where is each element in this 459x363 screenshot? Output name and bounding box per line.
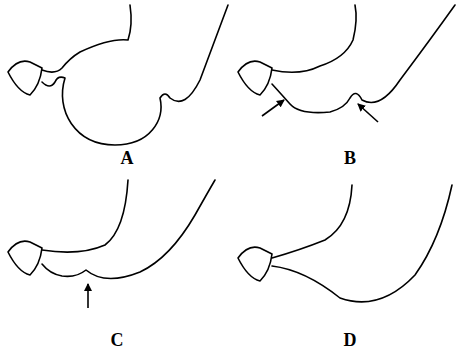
greater-curve <box>272 185 452 302</box>
pylorus-blob <box>8 241 42 275</box>
pointer-arrow <box>262 100 284 116</box>
panel-label: B <box>344 149 356 167</box>
greater-curve <box>42 5 228 145</box>
pointer-arrow <box>358 104 378 122</box>
lesser-curve <box>272 185 352 258</box>
pointer-arrow <box>87 284 89 308</box>
greater-curve <box>42 180 215 279</box>
greater-curve <box>272 5 455 113</box>
lesser-curve <box>42 180 128 252</box>
panel-label: D <box>344 331 357 349</box>
pylorus-blob <box>238 247 272 281</box>
panel-label: A <box>121 149 134 167</box>
lesser-curve <box>272 5 356 72</box>
lesser-curve <box>42 5 131 72</box>
pylorus-blob <box>8 61 42 95</box>
pylorus-blob <box>238 61 272 95</box>
panel-label: C <box>111 331 124 349</box>
